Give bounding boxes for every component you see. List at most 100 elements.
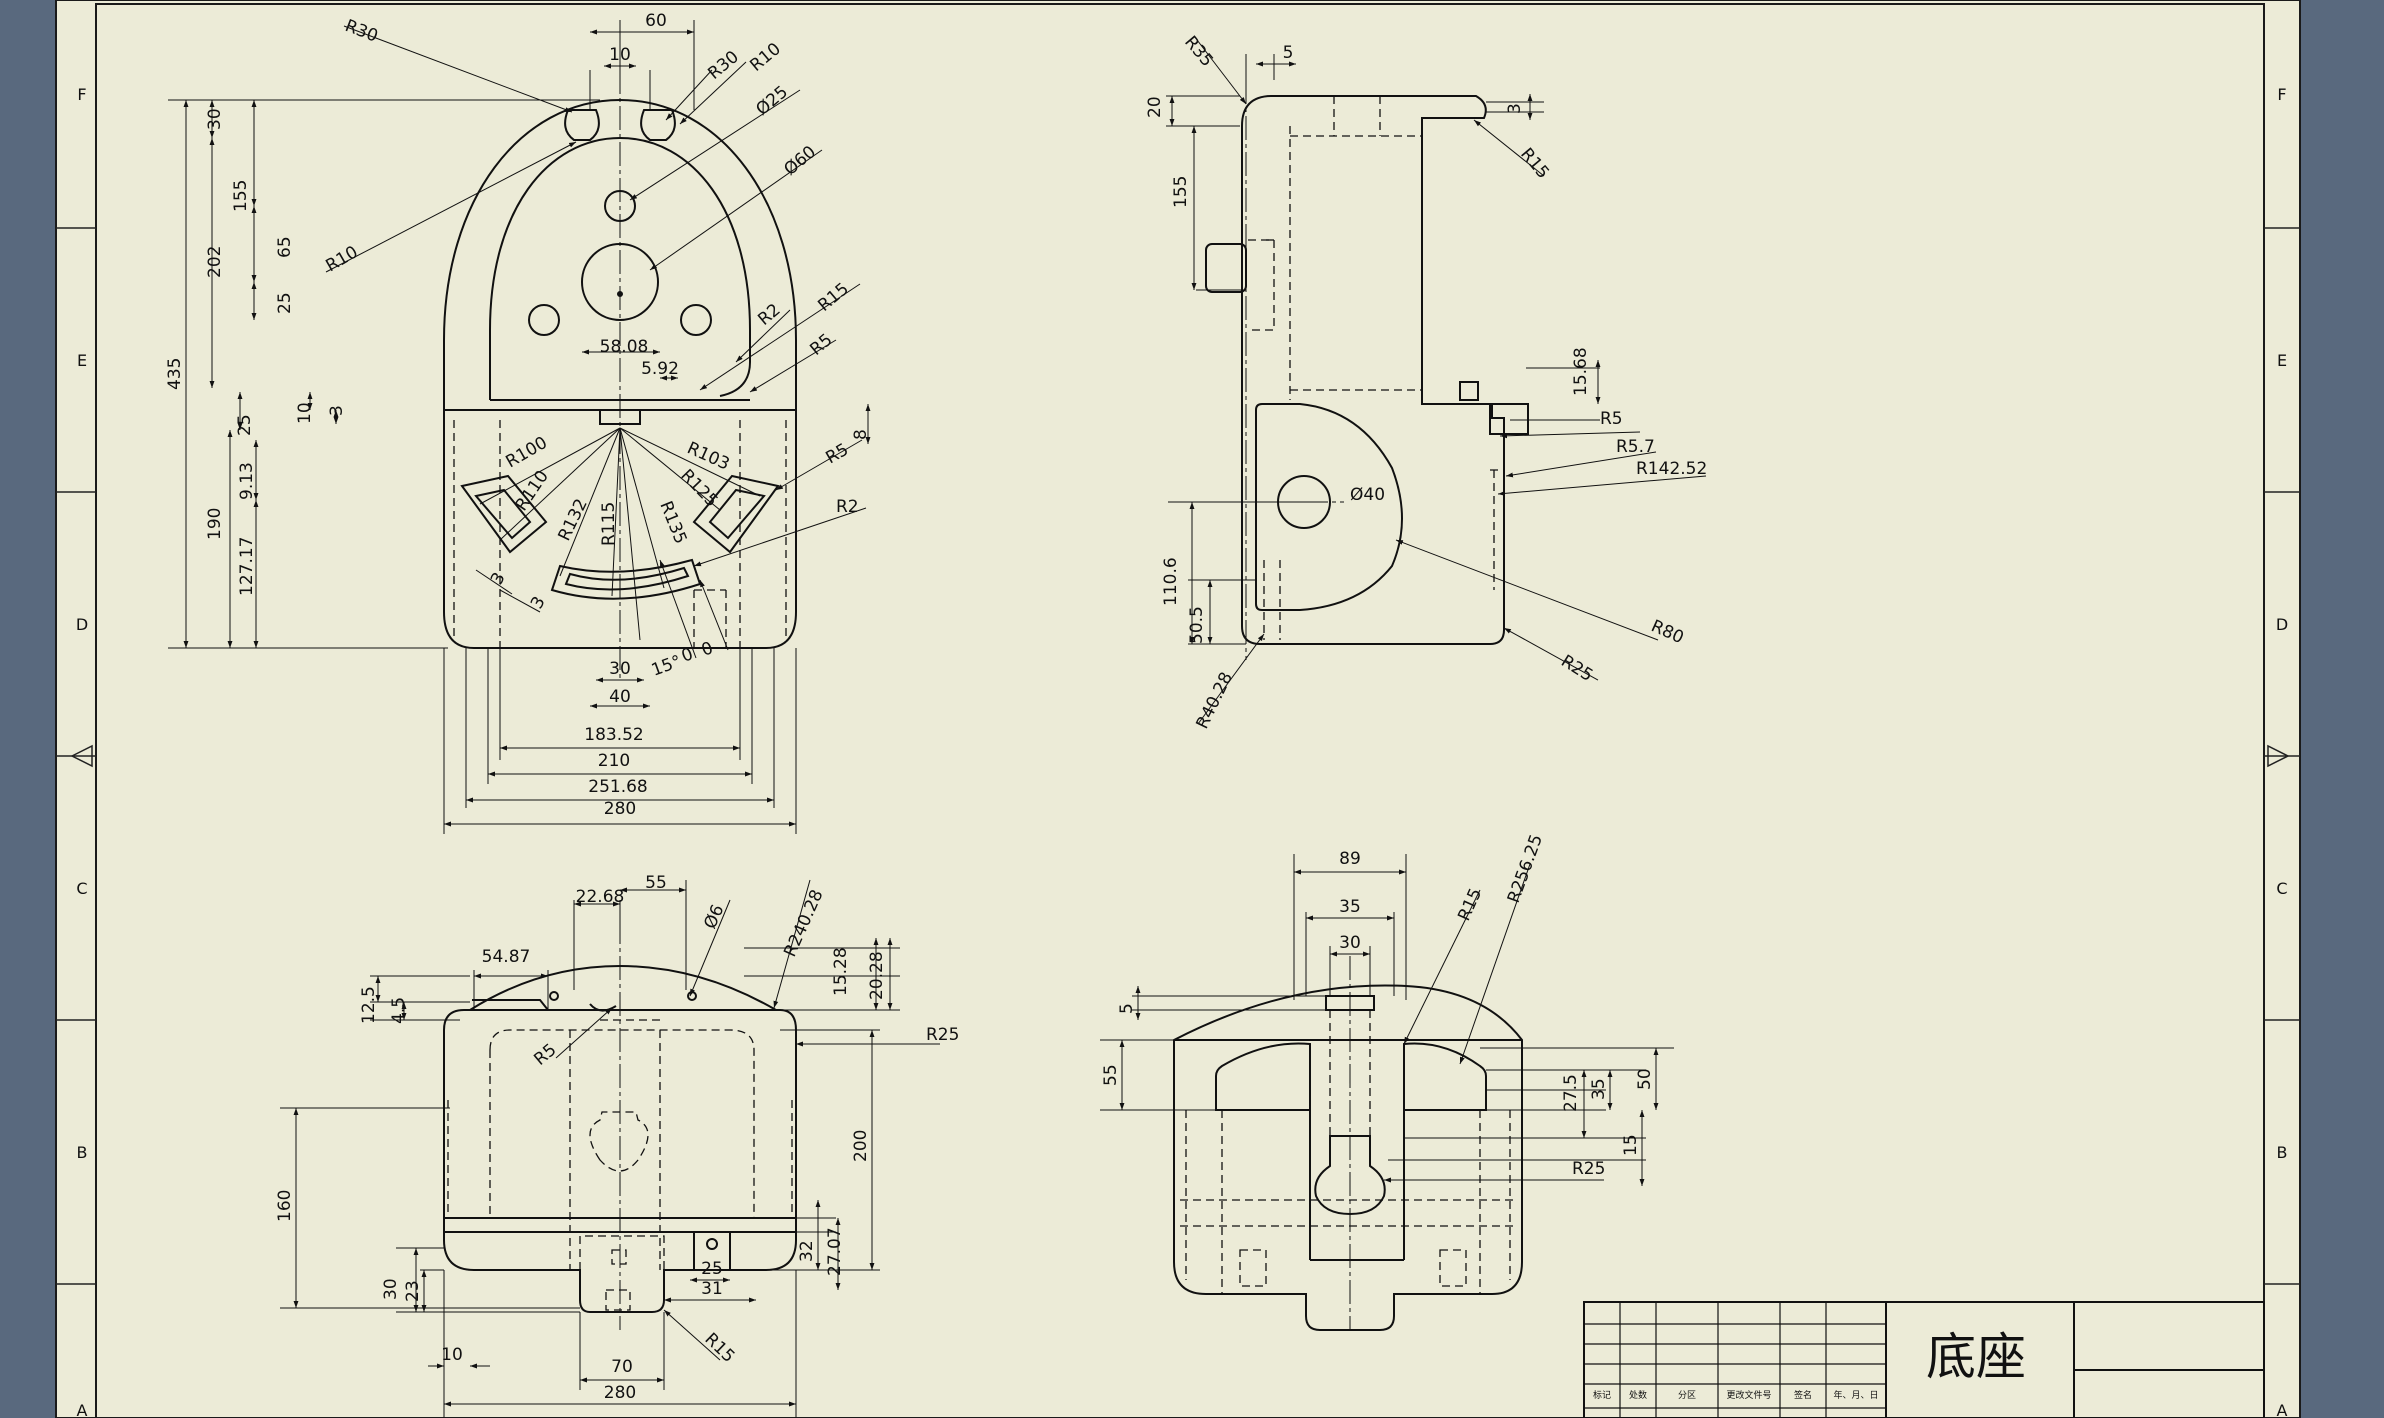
dim-label: 10 xyxy=(609,45,631,65)
dim-label: 22.68 xyxy=(576,887,625,907)
dim-label: 155 xyxy=(231,180,251,212)
right-slot xyxy=(692,474,780,554)
dim-label: 70 xyxy=(611,1357,633,1377)
dim-label: 3 xyxy=(1505,103,1525,114)
header-label: 签名 xyxy=(1794,1389,1812,1401)
zone-letter: F xyxy=(77,85,86,104)
bottom-view xyxy=(1100,854,1674,1331)
zone-letter: E xyxy=(2277,351,2287,370)
dim-label: 50.5 xyxy=(1187,606,1207,644)
dim-label: 30 xyxy=(381,1278,401,1300)
dim-label: 210 xyxy=(598,751,630,771)
dim-label: 15.28 xyxy=(831,947,851,996)
zone-letter: A xyxy=(2277,1401,2288,1418)
dim-label: 35 xyxy=(1339,897,1361,917)
dim-label: 27.07 xyxy=(825,1227,845,1276)
dim-label: 15 xyxy=(1621,1134,1641,1156)
zone-letter: B xyxy=(77,1143,88,1162)
zone-letters-left: F E D C B A xyxy=(76,85,88,1418)
dim-label: 10 xyxy=(441,1345,463,1365)
dim-label: 40 xyxy=(609,687,631,707)
title-block-labels: 标记 处数 分区 更改文件号 签名 年、月、日 xyxy=(1593,1389,1879,1401)
dim-label: 5.92 xyxy=(641,359,679,379)
dim-label: 5 xyxy=(1283,43,1294,63)
dim-label: 9.13 xyxy=(237,462,257,500)
dim-label: R25 xyxy=(926,1025,959,1045)
dim-label: 251.68 xyxy=(588,777,647,797)
dim-label: 31 xyxy=(701,1279,723,1299)
dim-label: R25 xyxy=(1572,1159,1605,1179)
dim-label: 30 xyxy=(205,108,225,130)
dim-label: 65 xyxy=(275,236,295,258)
dim-label: 280 xyxy=(604,1383,636,1403)
dim-label: 55 xyxy=(1101,1064,1121,1086)
dim-label: 30 xyxy=(1339,933,1361,953)
dim-label: R142.52 xyxy=(1636,459,1707,479)
dim-label: R2 xyxy=(836,497,859,517)
dim-label: 23 xyxy=(403,1280,423,1302)
zone-markers xyxy=(56,227,2300,1285)
header-label: 分区 xyxy=(1678,1390,1696,1401)
header-label: 更改文件号 xyxy=(1726,1389,1771,1401)
front-inner-arch xyxy=(489,136,751,400)
dim-label: 12.5 xyxy=(359,986,379,1024)
dim-label: 4.5 xyxy=(389,997,409,1024)
dim-label: 58.08 xyxy=(600,337,649,357)
part-name: 底座 xyxy=(1926,1328,2026,1386)
dim-label: R115 xyxy=(599,502,619,546)
dim-label: 27.5 xyxy=(1561,1074,1581,1112)
dim-label: 127.17 xyxy=(237,537,257,596)
dim-label: 3 xyxy=(327,405,347,416)
side-view xyxy=(1166,35,1707,725)
top-outline xyxy=(443,964,797,1313)
dim-label: R5 xyxy=(1600,409,1623,429)
dim-label: 110.6 xyxy=(1161,557,1181,606)
dim-label: 155 xyxy=(1171,176,1191,208)
drawing-border xyxy=(95,3,2265,1418)
dim-label: 55 xyxy=(645,873,667,893)
dim-label: Ø40 xyxy=(1350,485,1385,505)
dim-label: 89 xyxy=(1339,849,1361,869)
zone-letter: F xyxy=(2277,85,2286,104)
title-block xyxy=(1583,1301,2265,1418)
side-outline xyxy=(1241,95,1505,645)
header-label: 标记 xyxy=(1593,1389,1611,1401)
zone-letter: D xyxy=(2276,615,2288,634)
dim-label: R5.7 xyxy=(1616,437,1655,457)
dim-label: 435 xyxy=(165,358,185,390)
dim-label: 25 xyxy=(275,292,295,314)
header-label: 处数 xyxy=(1629,1389,1647,1401)
dim-label: 54.87 xyxy=(482,947,531,967)
dim-label: 35 xyxy=(1589,1078,1609,1100)
dim-label: 30 xyxy=(609,659,631,679)
front-view xyxy=(168,20,871,834)
zone-letter: C xyxy=(2276,879,2287,898)
dim-label: 32 xyxy=(797,1240,817,1262)
dim-label: 280 xyxy=(604,799,636,819)
zone-letter: E xyxy=(77,351,87,370)
dim-label: 183.52 xyxy=(584,725,643,745)
dim-label: 25 xyxy=(701,1259,723,1279)
dim-label: 10 xyxy=(295,402,315,424)
dim-label: 160 xyxy=(275,1190,295,1222)
dim-label: 25 xyxy=(235,414,255,436)
dim-label: 200 xyxy=(851,1130,871,1162)
bottom-arc-slot xyxy=(550,558,702,600)
dim-label: 190 xyxy=(205,508,225,540)
dim-label: 60 xyxy=(645,11,667,31)
zone-letter: D xyxy=(76,615,88,634)
top-view xyxy=(280,879,940,1418)
dim-label: 5 xyxy=(1117,1003,1137,1014)
zone-letter: C xyxy=(76,879,87,898)
zone-letter: A xyxy=(77,1401,88,1418)
left-slot xyxy=(460,474,548,554)
dim-label: 8 xyxy=(851,429,871,440)
paper xyxy=(55,0,2301,1418)
side-lug xyxy=(1255,403,1403,611)
dim-label: 15.68 xyxy=(1571,347,1591,396)
bottom-view-labels: 89 35 30 R15 R256.25 5 55 27.5 35 50 15 … xyxy=(1101,832,1655,1179)
dim-label: 202 xyxy=(205,246,225,278)
header-label: 年、月、日 xyxy=(1833,1389,1878,1401)
zone-letter: B xyxy=(2277,1143,2288,1162)
